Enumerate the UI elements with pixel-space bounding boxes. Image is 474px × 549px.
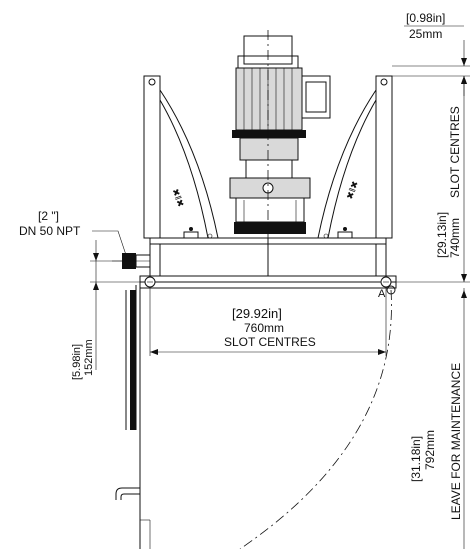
dim-maintenance-clearance: [31.18in] 792mm LEAVE FOR MAINTENANCE [409, 288, 467, 549]
svg-text:✖‖✖: ✖‖✖ [170, 187, 186, 208]
tank-body [125, 285, 151, 549]
gearbox [229, 137, 311, 234]
dim-maint-imperial: [31.18in] [409, 436, 423, 482]
deck-plate [139, 275, 397, 289]
dim-top-metric: 25mm [409, 27, 442, 41]
dim-hslot-metric: 760mm [244, 321, 284, 335]
dim-maint-metric: 792mm [423, 430, 437, 470]
dim-hslot-label: SLOT CENTRES [224, 335, 316, 349]
dim-hslot-imperial: [29.92in] [232, 306, 282, 321]
point-a-label: A [378, 288, 386, 300]
maintenance-arc [239, 289, 392, 549]
drain-pipe [115, 487, 140, 500]
outlet-size-imperial: [2 "] [38, 209, 59, 223]
right-bracket: ✖‖✖ [317, 75, 393, 239]
dim-outlet-imperial: [5.98in] [71, 344, 83, 380]
svg-text:✖‖✖: ✖‖✖ [344, 180, 360, 201]
dim-outlet-height: [5.98in] 152mm [71, 240, 140, 380]
dim-outlet-metric: 152mm [83, 339, 95, 376]
dim-vslot-metric: 740mm [448, 218, 462, 258]
left-bracket: ✖‖✖ [143, 75, 219, 239]
point-a-marker [386, 285, 396, 295]
motor [232, 35, 331, 138]
dim-vslot-imperial: [29.13in] [435, 212, 449, 258]
dim-vertical-slot-centres: [29.13in] 740mm SLOT CENTRES [392, 76, 470, 283]
dim-maint-label: LEAVE FOR MAINTENANCE [449, 363, 463, 520]
dim-horizontal-slot-centres: [29.92in] 760mm SLOT CENTRES [149, 288, 387, 356]
dim-top-imperial: [0.98in] [406, 11, 445, 25]
dim-top-clearance: [0.98in] 25mm [392, 11, 470, 96]
dim-vslot-label: SLOT CENTRES [448, 106, 462, 198]
outlet-size-label: DN 50 NPT [19, 224, 81, 238]
outlet-callout: [2 "] DN 50 NPT [19, 209, 127, 256]
